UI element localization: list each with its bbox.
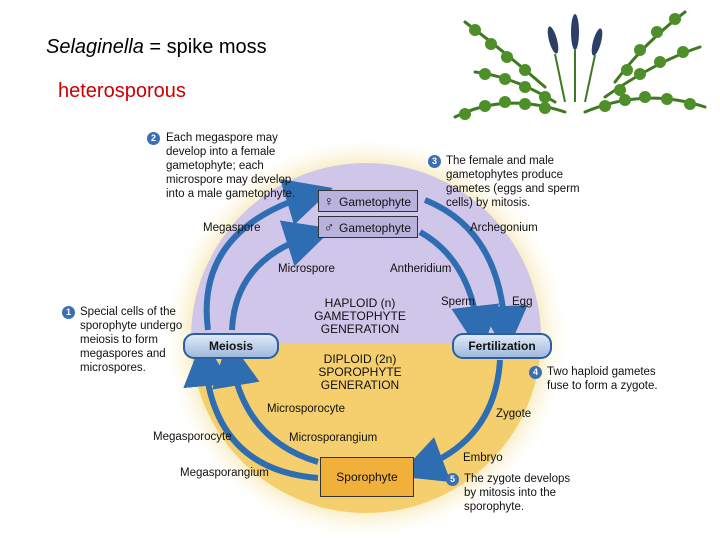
step-line: microspore may develop bbox=[166, 174, 292, 186]
slide-subtitle: heterosporous bbox=[58, 80, 186, 102]
step-3-badge: 3 bbox=[428, 155, 441, 168]
male-gametophyte-label: Gametophyte bbox=[339, 221, 412, 235]
label-megasporocyte: Megasporocyte bbox=[153, 431, 232, 443]
haploid-line-2: GAMETOPHYTE bbox=[314, 309, 406, 323]
step-5-text: The zygote develops by mitosis into the … bbox=[464, 472, 570, 514]
arrow-antheridium-to-fertilization bbox=[418, 229, 500, 354]
diploid-line-3: GENERATION bbox=[320, 378, 400, 392]
label-microsporocyte: Microsporocyte bbox=[267, 403, 345, 415]
label-sperm: Sperm bbox=[441, 296, 475, 308]
step-line: The female and male bbox=[446, 155, 555, 167]
step-line: develop into a female bbox=[166, 146, 276, 158]
step-2-badge: 2 bbox=[147, 132, 160, 145]
label-megaspore: Megaspore bbox=[203, 222, 261, 234]
arrow-fertilization-to-sporophyte bbox=[397, 359, 503, 483]
step-line: megaspores and bbox=[80, 348, 166, 360]
label-microsporangium: Microsporangium bbox=[289, 432, 378, 444]
arrow-meiosis-to-microspore bbox=[229, 220, 333, 331]
male-gametophyte-box: ♂ Gametophyte bbox=[318, 216, 418, 238]
step-4-text: Two haploid gametes fuse to form a zygot… bbox=[547, 365, 658, 393]
spike-moss-illustration bbox=[453, 10, 707, 120]
step-line: fuse to form a zygote. bbox=[547, 380, 658, 392]
label-zygote: Zygote bbox=[496, 408, 532, 420]
step-line: microspores. bbox=[80, 362, 146, 374]
step-line: sporophyte undergo bbox=[80, 320, 183, 332]
step-line: by mitosis into the bbox=[464, 487, 557, 499]
step-4-badge: 4 bbox=[529, 366, 542, 379]
arrow-sporophyte-to-microsporocyte bbox=[212, 338, 319, 465]
step-line: Two haploid gametes bbox=[547, 366, 656, 378]
sporophyte-box: Sporophyte bbox=[320, 457, 414, 497]
haploid-line-3: GENERATION bbox=[320, 322, 400, 336]
meiosis-node: Meiosis bbox=[183, 333, 279, 359]
haploid-line-1: HAPLOID (n) bbox=[324, 296, 396, 310]
slide-title: Selaginella = spike moss bbox=[46, 36, 267, 59]
step-line: meiosis to form bbox=[80, 334, 158, 346]
step-line: gametes (eggs and sperm bbox=[446, 183, 580, 195]
label-megasporangium: Megasporangium bbox=[180, 467, 269, 479]
diploid-line-2: SPOROPHYTE bbox=[318, 365, 402, 379]
step-line: sporophyte. bbox=[464, 501, 525, 513]
step-5-badge: 5 bbox=[446, 473, 459, 486]
label-archegonium: Archegonium bbox=[470, 222, 538, 234]
step-line: Each megaspore may bbox=[166, 132, 278, 144]
label-microspore: Microspore bbox=[278, 263, 335, 275]
female-symbol-icon: ♀ bbox=[323, 193, 335, 209]
step-line: Special cells of the bbox=[80, 306, 176, 318]
step-line: cells) by mitosis. bbox=[446, 197, 531, 209]
diploid-generation-label: DIPLOID (2n) SPOROPHYTE GENERATION bbox=[300, 353, 420, 392]
label-embryo: Embryo bbox=[463, 452, 503, 464]
label-egg: Egg bbox=[512, 296, 533, 308]
step-line: into a male gametophyte. bbox=[166, 188, 296, 200]
female-gametophyte-label: Gametophyte bbox=[339, 195, 412, 209]
haploid-generation-label: HAPLOID (n) GAMETOPHYTE GENERATION bbox=[300, 297, 420, 336]
label-antheridium: Antheridium bbox=[390, 263, 452, 275]
common-name: = spike moss bbox=[143, 36, 267, 58]
arrow-gametophyte-to-fertilization bbox=[423, 197, 528, 354]
step-2-text: Each megaspore may develop into a female… bbox=[166, 131, 295, 201]
step-line: gametophyte; each bbox=[166, 160, 264, 172]
arrow-meiosis-to-megaspore bbox=[203, 179, 333, 331]
step-line: gametophytes produce bbox=[446, 169, 563, 181]
male-symbol-icon: ♂ bbox=[323, 219, 335, 235]
step-3-text: The female and male gametophytes produce… bbox=[446, 154, 580, 210]
fertilization-node: Fertilization bbox=[452, 333, 552, 359]
step-1-badge: 1 bbox=[62, 306, 75, 319]
arrow-sporophyte-to-megasporocyte bbox=[183, 338, 319, 481]
step-1-text: Special cells of the sporophyte undergo … bbox=[80, 305, 182, 375]
step-line: The zygote develops bbox=[464, 473, 571, 485]
diploid-line-1: DIPLOID (2n) bbox=[323, 352, 397, 366]
genus-name: Selaginella bbox=[46, 36, 144, 58]
female-gametophyte-box: ♀ Gametophyte bbox=[318, 190, 418, 212]
